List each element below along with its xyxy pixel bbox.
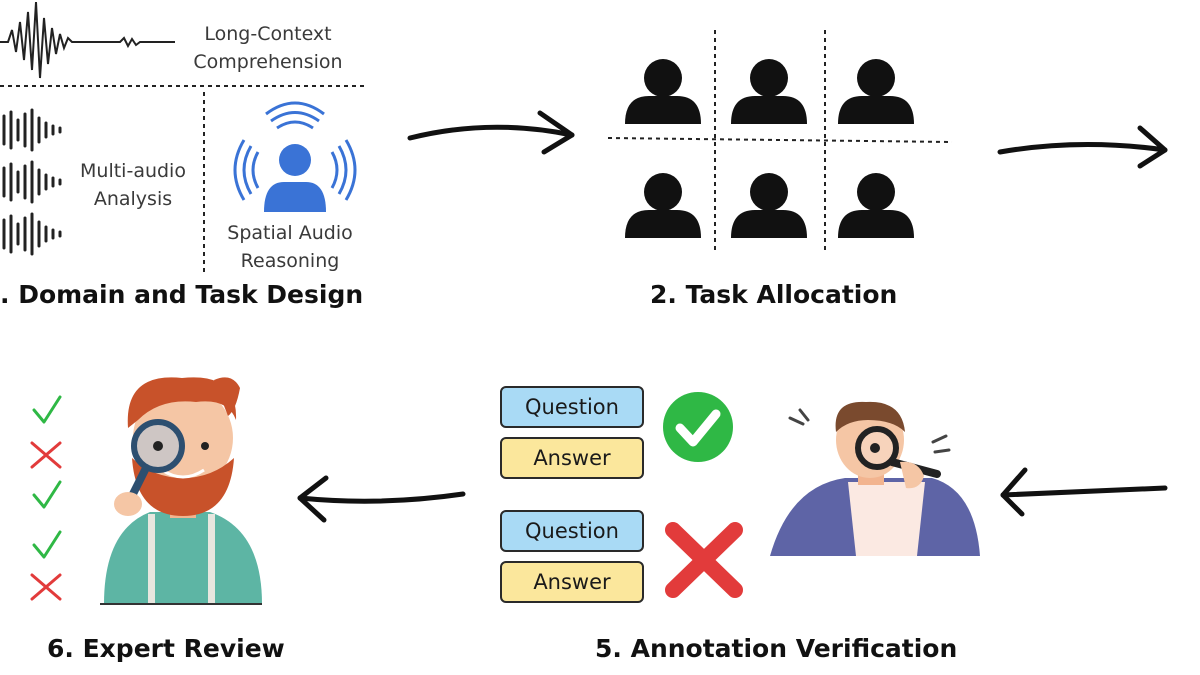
person-icon <box>625 59 701 124</box>
check-icon <box>32 395 62 424</box>
question-box: Question <box>500 510 644 552</box>
multi-audio-waveform-icon <box>2 108 62 256</box>
person-icon <box>731 173 807 238</box>
task-allocation-grid <box>607 30 953 250</box>
person-icon <box>625 173 701 238</box>
arrow-right-icon <box>997 125 1168 169</box>
person-icon <box>838 59 914 124</box>
cross-icon <box>30 441 62 469</box>
annotator-illustration <box>770 401 980 556</box>
check-icon <box>32 480 62 509</box>
step1-title: . Domain and Task Design <box>0 280 364 309</box>
question-box: Question <box>500 386 644 428</box>
step5-title: 5. Annotation Verification <box>595 634 958 663</box>
person-icon <box>838 173 914 238</box>
step6-title: 6. Expert Review <box>47 634 285 663</box>
review-marks <box>30 395 62 601</box>
cross-icon <box>30 573 62 601</box>
multi-audio-label: Multi-audio Analysis <box>80 160 186 210</box>
expert-reviewer-illustration <box>100 377 262 605</box>
answer-box: Answer <box>500 437 644 479</box>
spatial-audio-label: Spatial Audio Reasoning <box>227 222 353 272</box>
arrow-left-icon <box>297 475 466 523</box>
long-context-waveform-icon <box>0 1 175 79</box>
arrow-right-icon <box>407 110 575 155</box>
arrow-left-icon <box>1000 467 1168 517</box>
spatial-audio-icon <box>233 101 357 212</box>
step2-title: 2. Task Allocation <box>650 280 898 309</box>
check-icon <box>32 530 62 559</box>
long-context-label: Long-Context Comprehension <box>193 23 343 73</box>
check-badge-icon <box>663 392 733 462</box>
cross-mark-icon <box>665 522 743 598</box>
person-icon <box>731 59 807 124</box>
answer-box: Answer <box>500 561 644 603</box>
